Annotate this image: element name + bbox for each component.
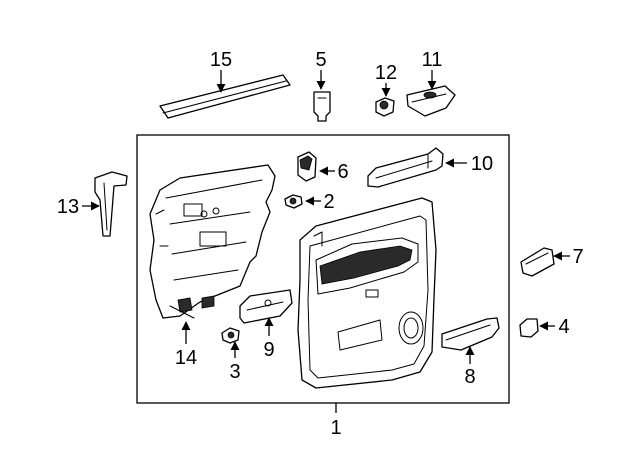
callout-7: 7	[572, 246, 583, 268]
part-2-bulb[interactable]	[284, 194, 303, 209]
callout-15: 15	[210, 49, 232, 71]
callout-8: 8	[464, 366, 475, 388]
callout-11: 11	[422, 49, 443, 71]
part-13-bracket[interactable]	[94, 171, 128, 237]
part-15-weatherstrip[interactable]	[159, 74, 291, 119]
callout-10: 10	[471, 153, 493, 175]
part-4-cover-cap[interactable]	[519, 318, 539, 338]
part-3-bulb[interactable]	[221, 327, 240, 344]
part-14-module-carrier[interactable]	[149, 164, 276, 319]
assembly-frame	[136, 134, 510, 404]
callout-6: 6	[337, 161, 348, 183]
part-8-armrest-handle[interactable]	[441, 317, 500, 351]
part-9-switch-panel[interactable]	[239, 289, 293, 324]
door-trim-panel[interactable]	[297, 197, 437, 389]
part-7-switch-bezel[interactable]	[520, 247, 555, 277]
part-12-bulb-socket[interactable]	[375, 97, 395, 117]
callout-2: 2	[323, 191, 334, 213]
callout-12: 12	[375, 62, 397, 84]
callout-13: 13	[57, 196, 79, 218]
part-10-pull-handle[interactable]	[367, 147, 444, 188]
callout-5: 5	[315, 49, 326, 71]
part-6-bezel[interactable]	[297, 151, 317, 182]
callout-14: 14	[175, 347, 197, 369]
part-5-retainer-clip[interactable]	[313, 91, 331, 122]
callout-4: 4	[558, 316, 569, 338]
callout-1: 1	[330, 417, 341, 439]
callout-9: 9	[263, 339, 274, 361]
part-11-trim-cover[interactable]	[406, 85, 456, 117]
callout-3: 3	[229, 361, 240, 383]
